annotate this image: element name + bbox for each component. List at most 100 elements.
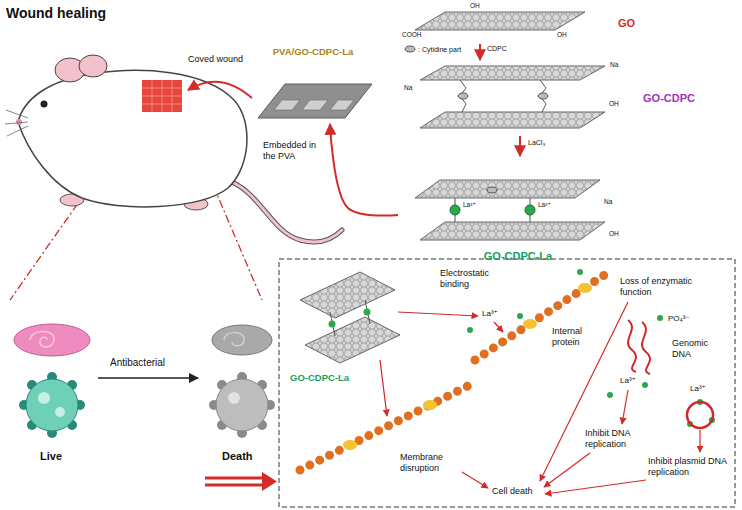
protein-chain <box>475 270 612 360</box>
arrow <box>462 472 488 488</box>
film-inclusion <box>302 100 328 110</box>
arrow <box>398 312 478 316</box>
coccus-granule <box>55 407 65 417</box>
graphene-sheet <box>300 272 395 318</box>
annotation-label: Na <box>404 84 412 92</box>
connector-label: Embedded in the PVA <box>262 140 324 162</box>
annotation-label: OH <box>557 31 567 39</box>
annotation-label: Membrane disruption <box>400 452 462 474</box>
mechanism-panel <box>279 259 735 507</box>
arrow <box>622 390 628 424</box>
pva-film <box>258 84 372 118</box>
film-inclusion <box>330 100 354 110</box>
legend-swatch <box>404 45 416 53</box>
graphene-lattice <box>415 12 585 30</box>
graphene-sheet <box>420 222 605 240</box>
protein-domain <box>343 440 357 450</box>
annotation-label: GO-CDPC-La <box>290 372 349 383</box>
cytidine-part <box>538 93 548 99</box>
film-node: PVA/GO-CDPC-La <box>250 44 376 124</box>
annotation-label: La³⁺ <box>620 376 636 386</box>
connector-label: LaCl₃ <box>527 139 546 147</box>
arrow <box>544 453 590 487</box>
graphene-lattice <box>415 180 600 198</box>
node-label: GO-CDPC <box>643 92 695 105</box>
cytidine-part <box>458 93 468 99</box>
dna-strand <box>642 322 650 374</box>
annotation-label: Internal protein <box>552 326 598 348</box>
annotation-label: La³⁺ <box>538 201 551 209</box>
film <box>258 84 372 118</box>
arrow-shaft <box>205 484 264 487</box>
annotation-label: Genomic DNA <box>672 338 720 360</box>
coccus-granule <box>38 392 50 404</box>
bacillus-spiral <box>30 331 54 347</box>
mouse-ear <box>79 55 107 77</box>
arrow-head <box>262 472 277 491</box>
arrow <box>699 430 700 452</box>
graphene-lattice <box>300 272 395 318</box>
annotation-label: La³⁺ <box>482 309 498 319</box>
annotation-label: La³⁺ <box>463 201 476 209</box>
node-label: GO-CDPC-La <box>484 250 552 263</box>
annotation-label: Inhibit DNA replication <box>585 428 655 450</box>
bacillus-spiral <box>224 333 244 346</box>
annotation-label: Na <box>604 198 612 206</box>
graphene-sheet <box>415 180 600 198</box>
annotation-label: Na <box>610 61 618 69</box>
mouse <box>5 55 342 242</box>
mouse-tail <box>232 182 342 242</box>
annotation-label: Electrostatic binding <box>440 268 502 290</box>
mouse-tail <box>232 182 342 242</box>
arrow-shaft <box>205 477 264 480</box>
annotation-label: Antibacterial <box>110 357 165 369</box>
legend-sample <box>405 46 415 52</box>
live-bacteria <box>14 324 90 438</box>
arrow <box>494 322 503 332</box>
connector-label: CDPC <box>486 45 508 53</box>
annotation-label: Loss of enzymatic function <box>620 276 704 298</box>
wound <box>142 80 182 112</box>
coccus-bumps <box>19 372 85 438</box>
double-arrow <box>205 472 277 491</box>
bacillus <box>14 324 90 356</box>
annotation-label: Cell death <box>492 486 533 497</box>
annotation-label: La³⁺ <box>690 384 706 394</box>
annotation-label: Inhibit plasmid DNA replication <box>648 456 732 478</box>
connector-arrow <box>519 136 521 156</box>
dead-bacteria <box>209 325 275 438</box>
whisker <box>6 110 28 118</box>
graphene-sheet <box>415 12 585 30</box>
connector-arrow <box>330 124 398 216</box>
annotation-label: Death <box>222 450 253 463</box>
la-ion <box>450 205 460 215</box>
coccus <box>26 379 78 431</box>
arrow <box>380 360 387 416</box>
protein-chains <box>300 270 612 470</box>
annotation-label: OH <box>609 100 619 108</box>
legend-entry: : Cytidine part <box>404 45 461 53</box>
structure-node: GO-CDPC <box>398 60 698 136</box>
go-cdpc-structure <box>420 66 605 128</box>
go-cdpc-la-structure <box>415 180 605 240</box>
diagram-title: Wound healing <box>6 5 106 21</box>
cover-arrow <box>188 82 252 98</box>
genomic-dna <box>628 320 650 374</box>
whisker <box>7 126 28 136</box>
mouse-body <box>18 70 247 206</box>
coccus-bumps <box>209 372 275 438</box>
wound-grid <box>142 80 182 112</box>
antibacterial-arrow <box>98 377 198 379</box>
mouse-eye <box>41 101 48 108</box>
protein-domain <box>523 319 537 329</box>
go-structure <box>415 12 585 30</box>
connector-arrow <box>479 44 481 60</box>
graphene-lattice <box>305 317 400 363</box>
graphene-lattice <box>420 66 605 80</box>
la-ion <box>364 309 371 316</box>
coccus <box>216 379 268 431</box>
annotation-label: OH <box>609 230 619 238</box>
